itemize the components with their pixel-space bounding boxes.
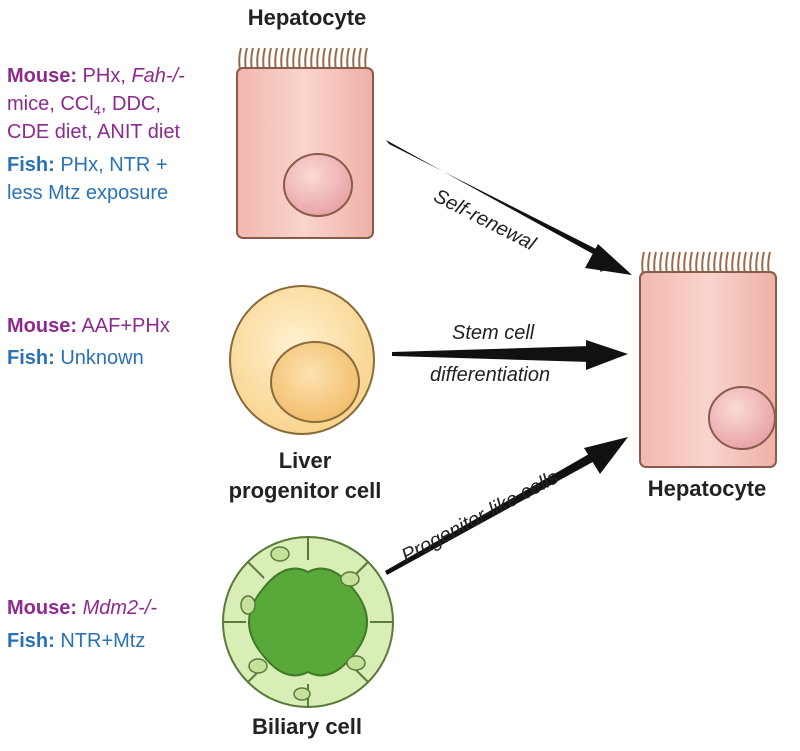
microvillus xyxy=(641,251,645,275)
microvillus xyxy=(677,251,681,275)
microvillus xyxy=(268,47,272,71)
microvillus xyxy=(250,47,254,71)
middle-fish-line: Fish: Unknown xyxy=(7,345,144,371)
arrow-stem-differentiation xyxy=(392,340,628,370)
microvillus xyxy=(755,251,759,275)
mouse-text: PHx, xyxy=(77,65,132,87)
mouse-text: mice, CCl xyxy=(7,93,94,115)
top-hepatocyte-title: Hepatocyte xyxy=(247,5,367,30)
microvillus xyxy=(298,47,302,71)
microvillus xyxy=(695,251,699,275)
microvillus xyxy=(262,47,266,71)
bottom-fish-line: Fish: NTR+Mtz xyxy=(7,628,145,654)
mouse-key: Mouse: xyxy=(7,315,77,337)
microvillus xyxy=(737,251,741,275)
mouse-key: Mouse: xyxy=(7,65,77,87)
top-fish-line1: Fish: PHx, NTR + xyxy=(7,152,168,178)
microvillus xyxy=(346,47,350,71)
result-hepatocyte-cell xyxy=(639,251,777,468)
top-mouse-line2: mice, CCl4, DDC, xyxy=(7,91,161,124)
microvillus xyxy=(334,47,338,71)
microvillus xyxy=(304,47,308,71)
fish-text: NTR+Mtz xyxy=(54,630,146,652)
microvillus xyxy=(743,251,747,275)
microvillus xyxy=(689,251,693,275)
fish-text: Unknown xyxy=(54,347,144,369)
microvillus xyxy=(364,47,368,71)
differentiation-label: differentiation xyxy=(430,364,551,386)
microvillus xyxy=(683,251,687,275)
microvillus xyxy=(653,251,657,275)
biliary-cell xyxy=(222,536,394,708)
arrow-progenitor-like xyxy=(385,437,628,575)
microvillus xyxy=(316,47,320,71)
microvillus xyxy=(244,47,248,71)
mouse-key: Mouse: xyxy=(7,597,77,619)
microvillus xyxy=(701,251,705,275)
microvillus xyxy=(358,47,362,71)
top-mouse-line1: Mouse: PHx, Fah-/- xyxy=(7,63,185,89)
progenitor-title-line1: Liver xyxy=(278,448,332,473)
microvillus xyxy=(659,251,663,275)
progenitor-cell xyxy=(229,285,375,435)
fish-text: PHx, NTR + xyxy=(54,154,168,176)
mouse-text: Mdm2-/- xyxy=(82,597,158,619)
microvillus xyxy=(647,251,651,275)
microvillus xyxy=(749,251,753,275)
microvillus xyxy=(238,47,242,71)
microvillus xyxy=(713,251,717,275)
microvillus xyxy=(322,47,326,71)
progenitor-title-line2: progenitor cell xyxy=(228,478,382,503)
microvillus xyxy=(665,251,669,275)
result-hepatocyte-title: Hepatocyte xyxy=(647,476,767,501)
top-mouse-line3: CDE diet, ANIT diet xyxy=(7,121,181,143)
fish-key: Fish: xyxy=(7,630,55,652)
arrow-self-renewal xyxy=(386,140,632,275)
microvillus xyxy=(761,251,765,275)
microvillus xyxy=(671,251,675,275)
stem-cell-label: Stem cell xyxy=(452,322,535,344)
fah-text: Fah-/- xyxy=(131,65,185,87)
microvillus xyxy=(274,47,278,71)
mouse-text: , DDC, xyxy=(100,93,161,115)
biliary-title: Biliary cell xyxy=(251,714,363,739)
fish-key: Fish: xyxy=(7,154,55,176)
mouse-text: AAF+PHx xyxy=(77,315,170,337)
microvillus xyxy=(340,47,344,71)
microvillus xyxy=(328,47,332,71)
microvillus xyxy=(731,251,735,275)
microvillus xyxy=(725,251,729,275)
microvillus xyxy=(352,47,356,71)
subscript: 4 xyxy=(93,103,101,118)
top-hepatocyte-cell xyxy=(236,47,374,239)
bottom-mouse-line: Mouse: Mdm2-/- xyxy=(7,595,157,621)
microvillus xyxy=(280,47,284,71)
microvillus xyxy=(286,47,290,71)
top-fish-line2: less Mtz exposure xyxy=(7,182,169,204)
microvillus xyxy=(256,47,260,71)
microvillus xyxy=(719,251,723,275)
middle-mouse-line: Mouse: AAF+PHx xyxy=(7,313,170,339)
microvillus xyxy=(292,47,296,71)
microvillus xyxy=(767,251,771,275)
microvillus xyxy=(310,47,314,71)
microvillus xyxy=(707,251,711,275)
fish-key: Fish: xyxy=(7,347,55,369)
